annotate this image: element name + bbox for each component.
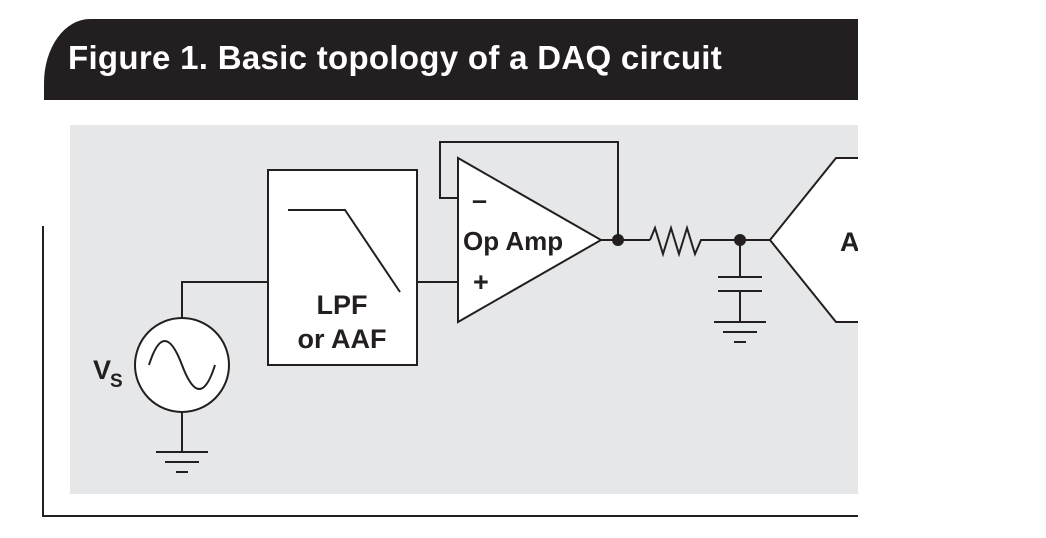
filter-label-line2: or AAF — [298, 324, 387, 354]
filter-label-line1: LPF — [317, 290, 368, 320]
output-junction-dot — [612, 234, 624, 246]
resistor-symbol — [649, 224, 740, 258]
sine-wave-icon — [148, 340, 216, 390]
adc-label: A — [840, 227, 860, 257]
figure-title-bar: Figure 1. Basic topology of a DAQ circui… — [44, 19, 858, 100]
filter-block — [267, 169, 418, 366]
frame-left-border — [42, 226, 44, 517]
source-ground-symbol — [156, 451, 208, 473]
feedback-wire — [439, 141, 619, 240]
capacitor-ground-symbol — [714, 321, 766, 343]
source-label: V — [93, 355, 111, 385]
capacitor-junction-dot — [734, 234, 746, 246]
opamp-minus-label: – — [472, 185, 487, 215]
wire-source-to-filter — [181, 281, 268, 318]
adc-block — [768, 157, 858, 323]
source-subscript: S — [110, 371, 123, 392]
frame-bottom-border — [42, 515, 858, 517]
opamp-label: Op Amp — [463, 226, 563, 256]
opamp-symbol — [457, 156, 604, 324]
opamp-plus-label: + — [473, 267, 489, 297]
lowpass-response-icon — [288, 209, 401, 293]
figure-title: Figure 1. Basic topology of a DAQ circui… — [68, 39, 723, 76]
